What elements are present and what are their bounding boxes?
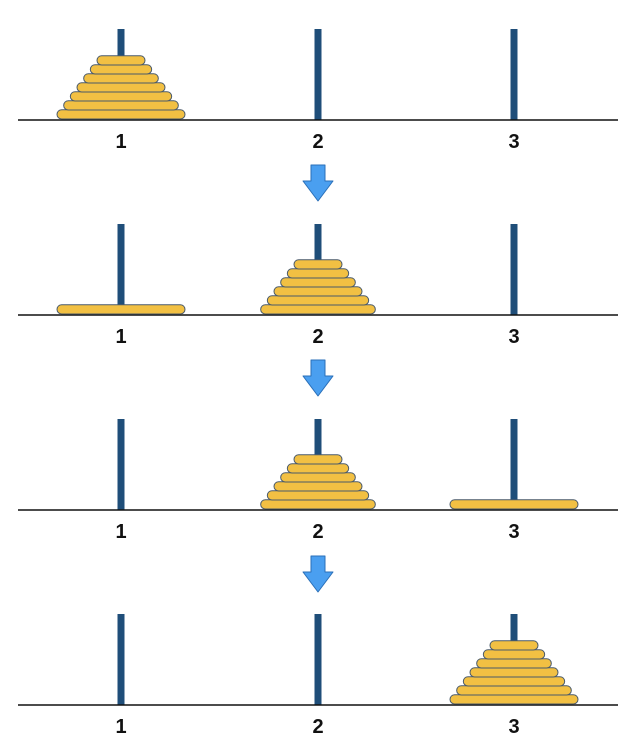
disk-7 <box>56 304 186 315</box>
disk-6 <box>260 499 376 510</box>
peg-label-1: 1 <box>115 326 126 348</box>
peg-3 <box>510 224 518 315</box>
peg-label-3: 3 <box>508 716 519 738</box>
peg-label-2: 2 <box>312 716 323 738</box>
disk-4 <box>469 667 559 678</box>
disk-7 <box>449 694 579 705</box>
disk-2 <box>286 463 350 474</box>
down-arrow-icon <box>302 359 334 397</box>
peg-label-3: 3 <box>508 326 519 348</box>
peg-label-1: 1 <box>115 131 126 153</box>
disk-2 <box>286 268 350 279</box>
stage-4: 1 2 3 <box>18 614 618 738</box>
peg-label-2: 2 <box>312 131 323 153</box>
disk-4 <box>273 286 363 297</box>
disk-5 <box>266 295 370 306</box>
disk-3 <box>83 73 159 84</box>
disk-7 <box>56 109 186 120</box>
disk-1 <box>293 259 343 270</box>
peg-label-2: 2 <box>312 326 323 348</box>
peg-2 <box>314 614 322 705</box>
disk-1 <box>96 55 146 66</box>
disk-1 <box>489 640 539 651</box>
disk-6 <box>260 304 376 315</box>
peg-label-1: 1 <box>115 521 126 543</box>
peg-label-3: 3 <box>508 521 519 543</box>
disk-5 <box>69 91 173 102</box>
disk-3 <box>476 658 552 669</box>
peg-1 <box>117 614 125 705</box>
peg-label-1: 1 <box>115 716 126 738</box>
stage-2: 1 2 3 <box>18 224 618 348</box>
disk-1 <box>293 454 343 465</box>
disk-2 <box>482 649 546 660</box>
peg-2 <box>314 29 322 120</box>
disk-4 <box>76 82 166 93</box>
disk-3 <box>280 472 356 483</box>
disk-3 <box>280 277 356 288</box>
peg-3 <box>510 419 518 510</box>
disk-7 <box>449 499 579 510</box>
peg-label-2: 2 <box>312 521 323 543</box>
disk-6 <box>456 685 572 696</box>
peg-1 <box>117 224 125 315</box>
stage-1: 1 2 3 <box>18 29 618 153</box>
down-arrow-icon <box>302 555 334 593</box>
disk-2 <box>89 64 153 75</box>
stage-3: 1 2 3 <box>18 419 618 543</box>
down-arrow-icon <box>302 164 334 202</box>
peg-3 <box>510 29 518 120</box>
peg-label-3: 3 <box>508 131 519 153</box>
disk-4 <box>273 481 363 492</box>
disk-6 <box>63 100 179 111</box>
disk-5 <box>462 676 566 687</box>
peg-1 <box>117 419 125 510</box>
disk-5 <box>266 490 370 501</box>
